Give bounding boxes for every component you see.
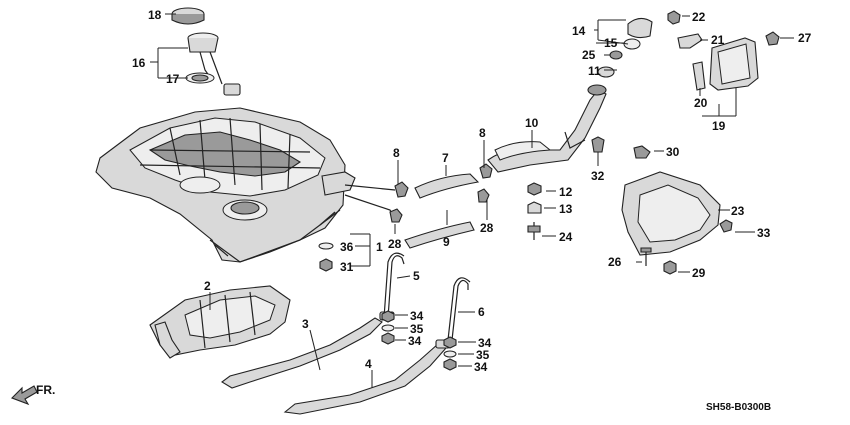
callout-29: 29	[692, 266, 706, 280]
callout-33: 33	[757, 226, 771, 240]
callout-28-right: 28	[480, 221, 494, 235]
direction-label: FR.	[36, 383, 55, 397]
callout-8-left: 8	[393, 146, 400, 160]
leader-lines	[150, 13, 794, 388]
callout-36: 36	[340, 240, 354, 254]
callout-18: 18	[148, 8, 162, 22]
callout-5: 5	[413, 269, 420, 283]
fender-liner	[621, 171, 721, 256]
callout-20: 20	[694, 96, 708, 110]
callout-12: 12	[559, 185, 573, 199]
callout-35-b: 35	[476, 348, 490, 362]
callout-21: 21	[711, 33, 725, 47]
callout-2: 2	[204, 279, 211, 293]
callout-8-right: 8	[479, 126, 486, 140]
callout-16: 16	[132, 56, 146, 70]
callout-10: 10	[525, 116, 539, 130]
filler-cap-group	[597, 10, 703, 78]
callout-11: 11	[588, 64, 601, 78]
filler-neck	[487, 84, 607, 173]
callout-25: 25	[582, 48, 596, 62]
callout-35-a: 35	[410, 322, 424, 336]
diagram-code: SH58-B0300B	[706, 402, 771, 413]
callout-19: 19	[712, 119, 726, 133]
callout-13: 13	[559, 202, 573, 216]
callout-26: 26	[608, 255, 622, 269]
fuel-hoses	[344, 163, 493, 249]
heat-shield	[149, 285, 291, 359]
fuel-gauge-unit	[171, 7, 241, 96]
callout-34-a: 34	[410, 309, 424, 323]
fasteners	[318, 136, 733, 275]
callout-15: 15	[604, 36, 618, 50]
fuel-tank	[95, 107, 356, 263]
nuts-and-washers	[381, 310, 457, 371]
callout-22: 22	[692, 10, 706, 24]
callout-34-d: 34	[474, 360, 488, 374]
callout-3: 3	[302, 317, 309, 331]
callout-23: 23	[731, 204, 745, 218]
callout-28-left: 28	[388, 237, 402, 251]
front-direction-arrow: FR.	[11, 383, 55, 406]
callout-7: 7	[442, 151, 449, 165]
callout-32: 32	[591, 169, 605, 183]
callout-1: 1	[376, 240, 383, 254]
callout-34-c: 34	[478, 336, 492, 350]
callout-6: 6	[478, 305, 485, 319]
callout-14: 14	[572, 24, 586, 38]
callout-labels: 18 16 17 36 1 31 2 3 4 5 6 7 8 8 9 10 28…	[132, 8, 812, 374]
callout-31: 31	[340, 260, 354, 274]
callout-24: 24	[559, 230, 573, 244]
callout-30: 30	[666, 145, 680, 159]
callout-9: 9	[443, 235, 450, 249]
callout-4: 4	[365, 357, 372, 371]
fuel-lid	[692, 31, 780, 91]
callout-34-b: 34	[408, 334, 422, 348]
callout-17: 17	[166, 72, 180, 86]
callout-27: 27	[798, 31, 812, 45]
